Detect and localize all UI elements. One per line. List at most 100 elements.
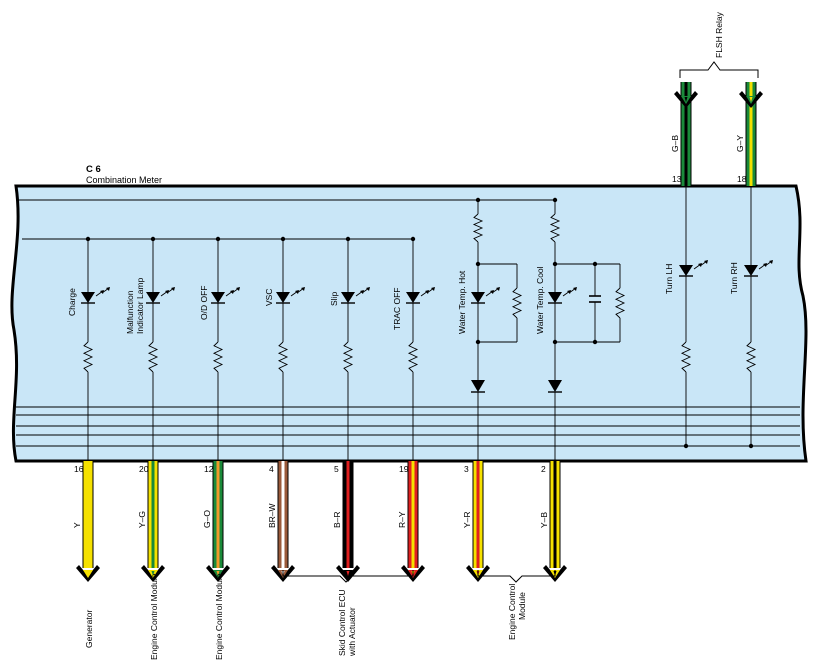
wire-stripe-color	[151, 461, 155, 568]
wire-color-code: G–Y	[735, 135, 745, 152]
flsh-relay-label: FLSH Relay	[714, 11, 724, 58]
resistor-symbol	[745, 341, 757, 373]
connector-code: C 6	[86, 164, 101, 175]
light-arrow-head	[366, 287, 370, 291]
wire-color-code: Y–G	[137, 511, 147, 528]
bottom-wire-pin-19: 19R–Y	[397, 461, 425, 582]
wire-body	[212, 461, 224, 568]
indicator-label-turn-rh: Turn RH	[729, 262, 739, 294]
pin-number: 13	[672, 174, 682, 184]
indicator-label-trac-off: TRAC OFF	[392, 288, 402, 331]
wire-stripe-color	[281, 461, 285, 568]
pin-number: 2	[541, 464, 546, 474]
wire-body	[680, 82, 692, 186]
wire-color-code: Y–R	[462, 511, 472, 528]
wire-color-code: G–B	[670, 135, 680, 152]
led-triangle	[548, 292, 562, 303]
resistor-symbol	[147, 341, 159, 373]
bottom-wire-pin-3: 3Y–R	[462, 461, 490, 582]
light-arrow-head	[490, 290, 494, 294]
indicator-label-vsc: VSC	[264, 289, 274, 306]
destination-engine-control-module-2-line2: Module	[517, 592, 527, 620]
light-arrow-head	[171, 287, 175, 291]
wire-body	[82, 461, 94, 568]
arrow-outline	[401, 565, 425, 582]
indicator-label-text: VSC	[264, 289, 274, 306]
wire-body	[745, 82, 757, 186]
wire-arrow	[206, 565, 230, 582]
light-arrow-head	[301, 287, 305, 291]
light-arrow-head	[704, 260, 708, 264]
resistor-symbol	[680, 341, 692, 373]
arrow-outline	[674, 91, 698, 108]
wire-arrow	[674, 91, 698, 108]
light-arrow-head	[230, 290, 234, 294]
destination-generator: Generator	[84, 610, 94, 648]
flsh-relay-group: FLSH Relay	[679, 11, 759, 78]
top-wire-pin-13: 13 G–B	[670, 82, 698, 186]
light-arrow-head	[236, 287, 240, 291]
arrow-stripe	[684, 97, 688, 102]
wire-body	[342, 461, 354, 568]
resistor-symbol	[472, 213, 484, 243]
indicator-label-turn-lh: Turn LH	[664, 264, 674, 294]
arrow-outline	[271, 565, 295, 582]
arrow-outline	[336, 565, 360, 582]
bottom-wire-pin-4: 4BR–W	[267, 461, 295, 582]
wire-stripe-color	[411, 461, 415, 568]
pin-number: 18	[737, 174, 747, 184]
wire-stripe-color	[684, 82, 688, 186]
indicator-label-line: Indicator Lamp	[135, 278, 145, 334]
wire-color-code: G–O	[202, 510, 212, 528]
led-triangle	[406, 292, 420, 303]
wire-color-code: Y	[72, 522, 82, 528]
bottom-wire-pin-5: 5B–R	[332, 461, 360, 582]
arrow-stripe	[749, 97, 753, 102]
top-wire-pin-18: 18 G–Y	[735, 82, 763, 186]
wire-color-code: Y–B	[539, 512, 549, 528]
resistor-symbol	[549, 213, 561, 243]
wire-body	[549, 461, 561, 568]
led-symbol	[548, 287, 577, 304]
resistor-symbol	[342, 341, 354, 373]
wire-body	[147, 461, 159, 568]
junction-dot	[748, 443, 754, 449]
wire-body	[277, 461, 289, 568]
indicator-label-text: Charge	[67, 288, 77, 316]
wire-base-color	[83, 461, 93, 568]
pin-number: 5	[334, 464, 339, 474]
resistor-symbol	[212, 341, 224, 373]
led-symbol	[81, 287, 110, 304]
arrow-outline	[543, 565, 567, 582]
junction-dot	[683, 443, 689, 449]
arrow-outline	[466, 565, 490, 582]
flsh-relay-bracket	[679, 61, 759, 78]
led-triangle	[744, 265, 758, 276]
destination-skid-control-ecu: Skid Control ECU	[337, 589, 347, 656]
arrow-outline	[76, 565, 100, 582]
light-arrow-head	[763, 263, 767, 267]
indicator-label-slip: Slip	[329, 292, 339, 306]
led-triangle	[471, 292, 485, 303]
arrow-outline	[141, 565, 165, 582]
indicator-label-text: Slip	[329, 292, 339, 306]
light-arrow-head	[165, 290, 169, 294]
wire-arrow	[739, 91, 763, 108]
indicator-label-text: TRAC OFF	[392, 288, 402, 331]
light-arrow-head	[769, 260, 773, 264]
bottom-wire-pin-16: 16Y	[72, 461, 100, 582]
light-arrow-head	[431, 287, 435, 291]
arrow-stripe	[151, 571, 155, 576]
resistor-symbol	[82, 341, 94, 373]
arrow-stripe	[216, 571, 220, 576]
bottom-wire-pin-2: 2Y–B	[539, 461, 567, 582]
wire-stripe-color	[476, 461, 480, 568]
wire-color-code: R–Y	[397, 511, 407, 528]
indicator-label-charge: Charge	[67, 288, 77, 316]
wire-stripe-color	[216, 461, 220, 568]
light-arrow-head	[567, 290, 571, 294]
led-symbol	[341, 287, 370, 304]
